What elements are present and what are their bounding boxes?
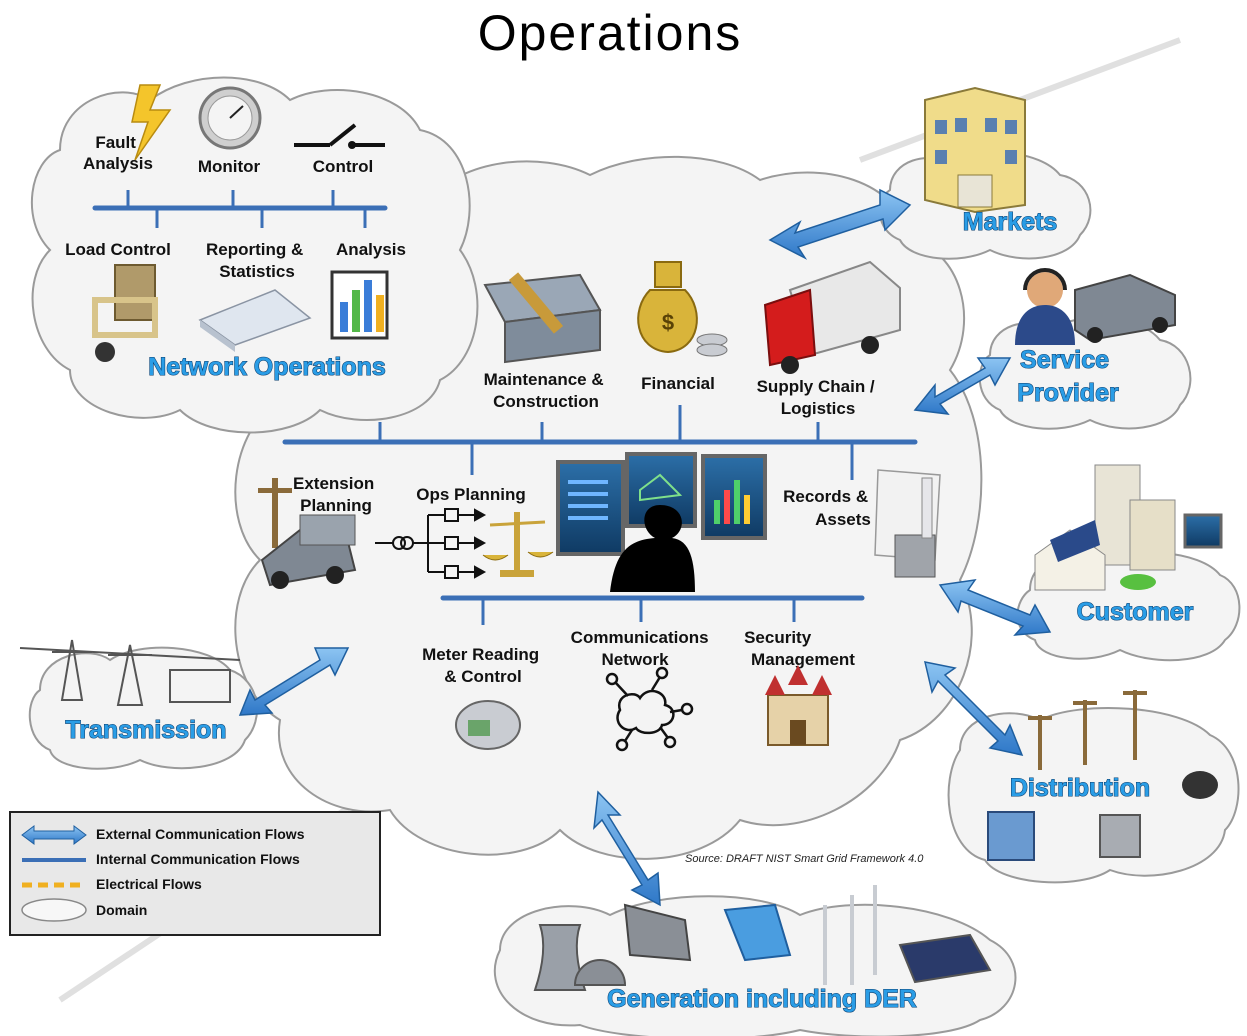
- service-provider-arrow: [913, 357, 1012, 415]
- gauge-icon: [198, 86, 262, 150]
- double-arrow-icon: [21, 825, 87, 845]
- network-operations-domain-label: Network Operations: [148, 353, 386, 381]
- meter-icon: [455, 700, 521, 750]
- records-assets-label: Records & Assets: [783, 487, 873, 529]
- legend-item-electrical: Electrical Flows: [96, 876, 202, 892]
- control-label: Control: [313, 157, 373, 176]
- castle-icon: [765, 665, 832, 746]
- utility-truck-icon: [258, 478, 357, 589]
- transmission-arrow: [238, 647, 350, 716]
- truck-icon: [763, 260, 901, 374]
- legend-item-domain: Domain: [96, 902, 147, 918]
- cloud-icon: [21, 898, 87, 922]
- bar-chart-icon: [330, 270, 389, 340]
- transmission-towers-icon: [19, 639, 241, 706]
- analysis-label: Analysis: [336, 240, 406, 259]
- security-management-label: Security Management: [744, 628, 855, 669]
- operations-upper-bus: [282, 405, 918, 480]
- distribution-arrow: [924, 661, 1024, 757]
- distribution-poles-icon: [1028, 690, 1147, 770]
- scales-icon: [482, 512, 554, 577]
- legend-item-internal: Internal Communication Flows: [96, 851, 300, 867]
- toolbox-icon: [483, 272, 602, 364]
- generation-cloud: [493, 895, 1017, 1036]
- markets-arrow: [768, 188, 912, 260]
- reporting-statistics-label: Reporting & Statistics: [206, 240, 308, 281]
- switch-icon: [294, 123, 385, 149]
- operations-lower-bus: [440, 595, 865, 625]
- ops-planning-schematic-icon: [375, 508, 487, 579]
- legend: External Communication Flows Internal Co…: [9, 811, 381, 936]
- transmission-cloud: [28, 646, 258, 770]
- load-control-label: Load Control: [65, 240, 171, 259]
- service-vehicle-icon: [1074, 273, 1176, 343]
- transmission-domain-label: Transmission: [65, 716, 226, 744]
- supply-chain-logistics-label: Supply Chain / Logistics: [757, 377, 880, 418]
- service-agent-icon: [1015, 268, 1075, 345]
- report-papers-icon: [198, 289, 312, 352]
- customer-buildings-icon: [1034, 464, 1223, 591]
- maintenance-construction-label: Maintenance & Construction: [484, 370, 609, 411]
- records-assets-icon: [874, 469, 941, 578]
- source-note: Source: DRAFT NIST Smart Grid Framework …: [685, 853, 924, 865]
- financial-label: Financial: [641, 374, 715, 393]
- communications-network-label: Communications Network: [571, 628, 714, 669]
- external-flow-arrows: [238, 188, 1052, 907]
- network-operations-cloud: [30, 76, 479, 434]
- page-title: Operations: [478, 5, 743, 61]
- markets-domain-label: Markets: [963, 208, 1058, 236]
- svg-text:$: $: [662, 310, 674, 335]
- network-cloud-icon: [605, 666, 694, 752]
- generation-arrow: [593, 790, 661, 907]
- extension-planning-label: Extension Planning: [293, 474, 379, 515]
- generation-icons: [533, 885, 992, 991]
- market-building-icon: [924, 86, 1026, 214]
- fault-analysis-label: Fault Analysis: [83, 133, 153, 173]
- customer-domain-label: Customer: [1077, 598, 1194, 626]
- distribution-domain-label: Distribution: [1010, 774, 1150, 802]
- generation-domain-label: Generation including DER: [607, 985, 917, 1013]
- lightning-icon: [131, 84, 172, 161]
- service-provider-domain-label: Service Provider: [1017, 346, 1119, 407]
- monitor-label: Monitor: [198, 157, 261, 176]
- load-control-switch-icon: [92, 264, 158, 362]
- money-bag-icon: $: [637, 261, 728, 357]
- ops-planning-label: Ops Planning: [416, 485, 526, 504]
- substation-icon: [987, 771, 1218, 861]
- control-room-monitors-icon: [556, 452, 767, 592]
- meter-reading-control-label: Meter Reading & Control: [422, 645, 544, 686]
- network-operations-bus: [92, 190, 388, 228]
- customer-arrow: [938, 579, 1052, 636]
- legend-item-external: External Communication Flows: [96, 826, 305, 842]
